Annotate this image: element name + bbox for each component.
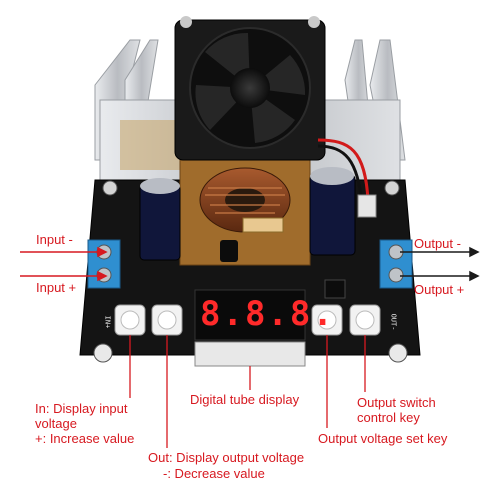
out-key-caption-line2: -: Decrease value: [163, 466, 265, 481]
output-minus-label: Output -: [414, 236, 461, 251]
input-minus-label: Input -: [36, 232, 73, 247]
silkscreen-in: IN+: [103, 315, 112, 329]
in-key-caption-line3: +: Increase value: [35, 431, 135, 446]
digital-tube-readout: 8.8.8.: [200, 294, 335, 334]
in-key-caption-line2: voltage: [35, 416, 77, 431]
set-key-caption: Output voltage set key: [318, 431, 448, 446]
digital-tube-caption: Digital tube display: [190, 392, 300, 407]
input-plus-label: Input +: [36, 280, 77, 295]
switch-key-caption-line2: control key: [357, 410, 420, 425]
terminal-block-icon: [87, 239, 413, 289]
arrow-icon: [400, 246, 480, 282]
output-plus-label: Output +: [414, 282, 465, 297]
toroid-inductor-icon: [199, 167, 291, 233]
silkscreen-line-1: ARKLED: [222, 347, 248, 355]
out-key-caption-line1: Out: Display output voltage: [148, 450, 305, 465]
silkscreen-out: OUT-: [389, 313, 398, 331]
leader-lines: [129, 335, 366, 448]
arrow-icon: [20, 246, 108, 282]
silkscreen-line-2: SP4103K8N 1929: [210, 356, 270, 364]
cooling-fan-icon: [174, 16, 326, 161]
push-button-icon: [114, 304, 381, 336]
in-key-caption-line1: In: Display input: [35, 401, 128, 416]
switch-key-caption-line1: Output switch: [357, 395, 436, 410]
capacitor-icon: [139, 167, 356, 262]
